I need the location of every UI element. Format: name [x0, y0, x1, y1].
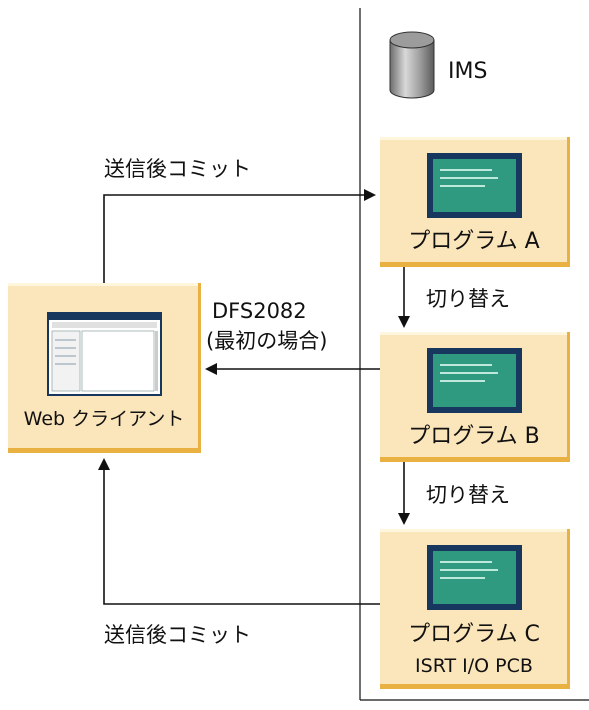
edge-label-commit-top: 送信後コミット — [104, 157, 251, 181]
edge-switch-2: 切り替え — [398, 462, 510, 525]
web-client-node[interactable]: Web クライアント — [8, 283, 201, 453]
ims-region-boundary — [359, 8, 589, 701]
program-c-label: プログラム C — [408, 622, 540, 647]
program-c-sublabel: ISRT I/O PCB — [415, 655, 533, 677]
program-a-label: プログラム A — [408, 229, 539, 254]
program-b-node[interactable]: プログラム B — [380, 332, 570, 462]
ims-label: IMS — [448, 59, 487, 84]
edge-label-switch-1: 切り替え — [426, 287, 510, 311]
program-a-node[interactable]: プログラム A — [380, 137, 570, 267]
edge-commit-top: 送信後コミット — [103, 157, 376, 283]
edge-label-switch-2: 切り替え — [426, 483, 510, 507]
edge-label-commit-bottom: 送信後コミット — [104, 623, 251, 647]
monitor-icon — [427, 153, 522, 218]
browser-window-icon — [47, 312, 162, 396]
database-icon — [389, 31, 435, 99]
ims-database: IMS — [389, 31, 487, 99]
program-c-node[interactable]: プログラム C ISRT I/O PCB — [380, 529, 570, 689]
edge-dfs2082: DFS2082 (最初の場合) — [205, 299, 380, 375]
program-b-label: プログラム B — [408, 424, 539, 449]
edge-label-dfs-code: DFS2082 — [212, 299, 307, 323]
web-client-label: Web クライアント — [24, 408, 185, 430]
monitor-icon — [427, 348, 522, 413]
edge-commit-bottom: 送信後コミット — [98, 458, 380, 647]
monitor-icon — [427, 545, 522, 610]
edge-label-dfs-note: (最初の場合) — [206, 329, 327, 353]
edge-switch-1: 切り替え — [398, 267, 510, 328]
